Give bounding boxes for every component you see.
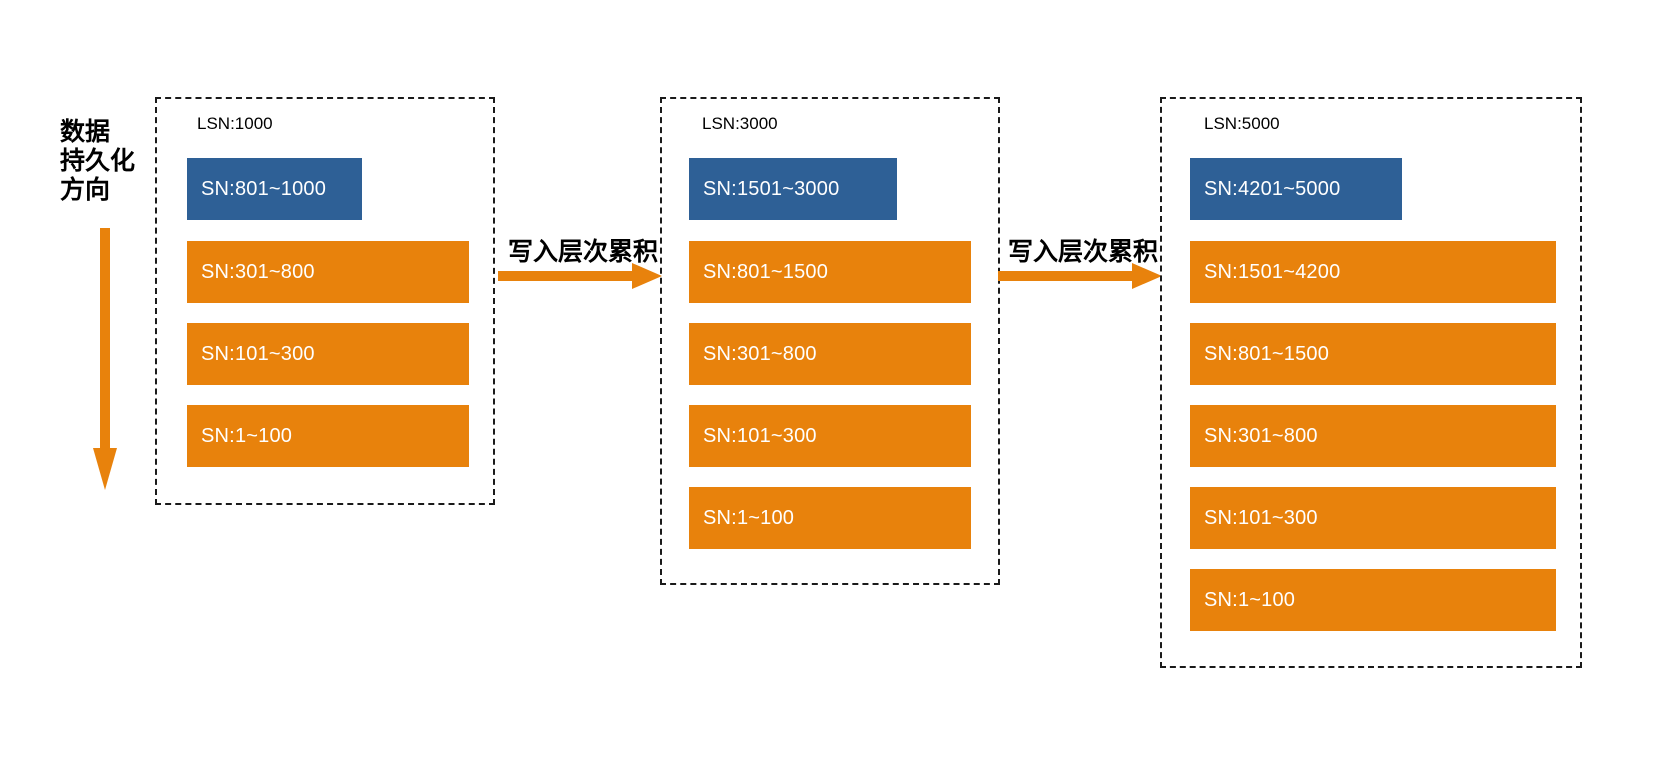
flow-label: 写入层次累积: [1008, 238, 1159, 266]
layer-bar[interactable]: SN:1501~4200: [1190, 241, 1556, 303]
layer-bar[interactable]: SN:1501~3000: [689, 158, 897, 220]
panel-lsn-label: LSN:3000: [702, 114, 778, 133]
downward-arrow-icon: [93, 228, 117, 490]
rightward-arrow-icon: [498, 263, 662, 289]
layer-bar[interactable]: SN:4201~5000: [1190, 158, 1402, 220]
persistence-direction-label: 数据 持久化 方向: [60, 118, 136, 204]
layer-bar[interactable]: SN:301~800: [689, 323, 971, 385]
layer-bar[interactable]: SN:101~300: [1190, 487, 1556, 549]
layer-bar[interactable]: SN:1~100: [187, 405, 469, 467]
layer-bar[interactable]: SN:301~800: [1190, 405, 1556, 467]
layer-bar[interactable]: SN:1~100: [1190, 569, 1556, 631]
flow-label: 写入层次累积: [508, 238, 659, 266]
layer-bar[interactable]: SN:1~100: [689, 487, 971, 549]
layer-bar[interactable]: SN:101~300: [187, 323, 469, 385]
rightward-arrow-icon: [998, 263, 1162, 289]
layer-bar[interactable]: SN:801~1500: [1190, 323, 1556, 385]
layer-bar[interactable]: SN:301~800: [187, 241, 469, 303]
layer-bar[interactable]: SN:101~300: [689, 405, 971, 467]
layer-bar[interactable]: SN:801~1500: [689, 241, 971, 303]
panel-lsn-1000: LSN:1000 SN:801~1000 SN:301~800 SN:101~3…: [155, 97, 495, 505]
panel-lsn-label: LSN:5000: [1204, 114, 1280, 133]
layer-bar[interactable]: SN:801~1000: [187, 158, 362, 220]
panel-lsn-label: LSN:1000: [197, 114, 273, 133]
panel-lsn-3000: LSN:3000 SN:1501~3000 SN:801~1500 SN:301…: [660, 97, 1000, 585]
panel-lsn-5000: LSN:5000 SN:4201~5000 SN:1501~4200 SN:80…: [1160, 97, 1582, 668]
